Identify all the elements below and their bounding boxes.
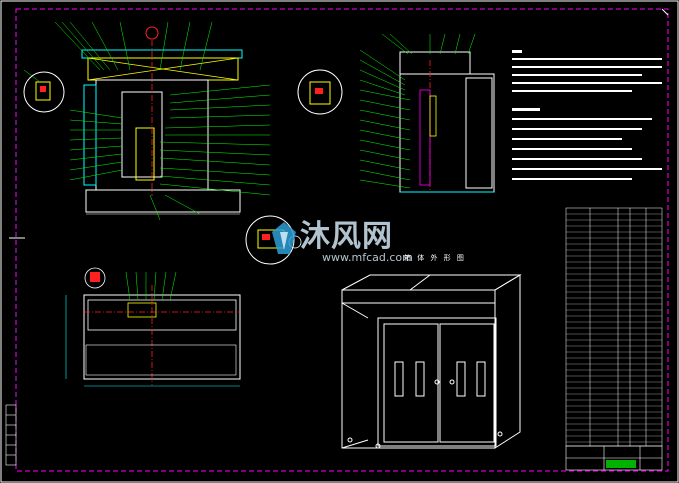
- balloon-top: [145, 26, 159, 40]
- detail-circle-middle: [297, 69, 343, 115]
- watermark-brand: 沐风网: [300, 219, 393, 254]
- side-view: [359, 33, 495, 193]
- parts-list-rows: [566, 213, 662, 443]
- perspective-view-title: 箱 体 外 形 图: [404, 254, 466, 262]
- technical-notes: [512, 50, 662, 180]
- corner-marker-icon: [661, 8, 669, 16]
- left-margin-table: [5, 404, 17, 466]
- top-view: [65, 267, 241, 387]
- title-block-highlight: [606, 460, 636, 468]
- parts-list-table: [565, 207, 663, 447]
- mfcad-logo-icon: [272, 222, 296, 254]
- inner-dashed-border: [15, 8, 669, 472]
- perspective-cabinet: [341, 274, 522, 449]
- title-block: [565, 445, 663, 471]
- watermark-url: www.mfcad.com: [322, 251, 413, 264]
- detail-circle-left: [23, 69, 65, 113]
- front-view: [54, 21, 271, 221]
